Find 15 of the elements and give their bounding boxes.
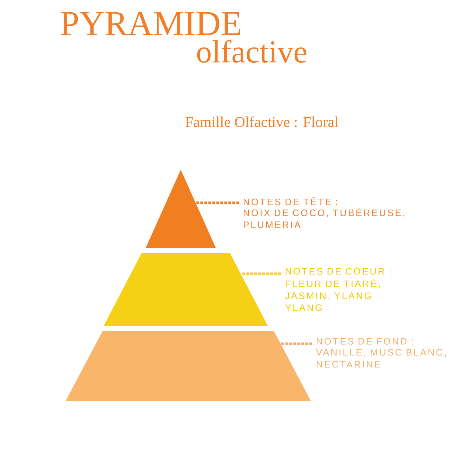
note-text: NOIX DE COCO, TUBÉREUSE, PLUMERIA: [244, 208, 405, 228]
pyramid-tier: [66, 331, 311, 401]
note-heading: NOTES DE COEUR :: [286, 268, 391, 275]
note-text: VANILLE, MUSC BLANC, NECTARINE: [316, 349, 446, 368]
note-heading: NOTES DE TÊTE :: [244, 197, 338, 206]
leader-line: [240, 272, 281, 276]
family-label: Famille Olfactive : Floral: [186, 116, 338, 128]
leader-line: [196, 202, 239, 204]
title: PYRAMIDE: [61, 12, 241, 36]
pyramid-tier: [104, 253, 268, 326]
note-heading: NOTES DE FOND :: [317, 338, 413, 345]
subtitle: olfactive: [197, 40, 307, 63]
note-text: FLEUR DE TIARÉ, JASMIN, YLANG YLANG: [285, 279, 380, 312]
leader-line: [280, 342, 312, 346]
pyramid-tier: [146, 170, 216, 248]
